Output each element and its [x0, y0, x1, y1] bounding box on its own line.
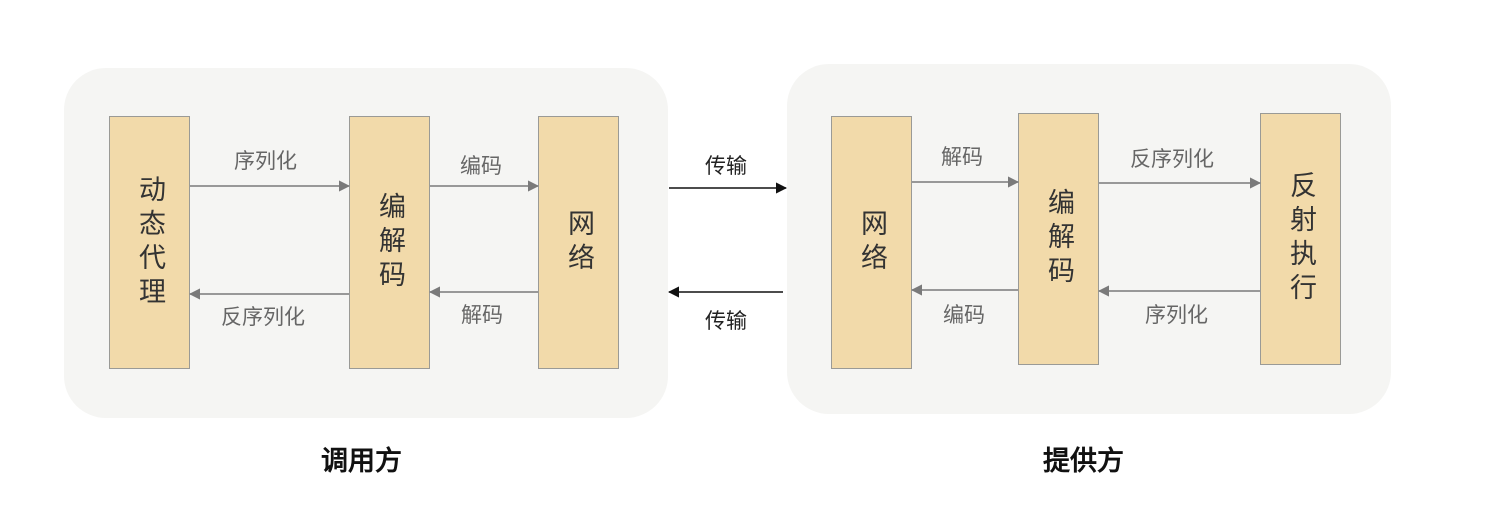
caller-network-box: 网络 — [538, 116, 619, 369]
provider-encode-label: 编码 — [943, 303, 985, 327]
provider-title: 提供方 — [1043, 446, 1124, 477]
caller-network-label: 网络 — [563, 208, 594, 277]
caller-title: 调用方 — [321, 446, 402, 477]
caller-codec-box: 编解码 — [349, 116, 430, 369]
caller-serialize-label: 序列化 — [234, 149, 297, 173]
provider-network-label: 网络 — [856, 208, 887, 277]
provider-deserialize-label: 反序列化 — [1130, 147, 1214, 171]
provider-reflect-label: 反射执行 — [1285, 171, 1316, 307]
caller-decode-label: 解码 — [461, 303, 503, 327]
provider-codec-box: 编解码 — [1018, 113, 1099, 365]
caller-dynamic-proxy-label: 动态代理 — [134, 174, 165, 311]
provider-reflect-box: 反射执行 — [1260, 113, 1341, 365]
caller-dynamic-proxy-box: 动态代理 — [109, 116, 190, 369]
provider-serialize-label: 序列化 — [1145, 303, 1208, 327]
provider-network-box: 网络 — [831, 116, 912, 369]
provider-decode-label: 解码 — [941, 145, 983, 169]
provider-codec-label: 编解码 — [1043, 188, 1074, 290]
transport-backward-label: 传输 — [705, 309, 747, 333]
transport-forward-label: 传输 — [705, 154, 747, 178]
caller-deserialize-label: 反序列化 — [221, 305, 305, 329]
caller-encode-label: 编码 — [460, 154, 502, 178]
caller-codec-label: 编解码 — [374, 191, 405, 294]
